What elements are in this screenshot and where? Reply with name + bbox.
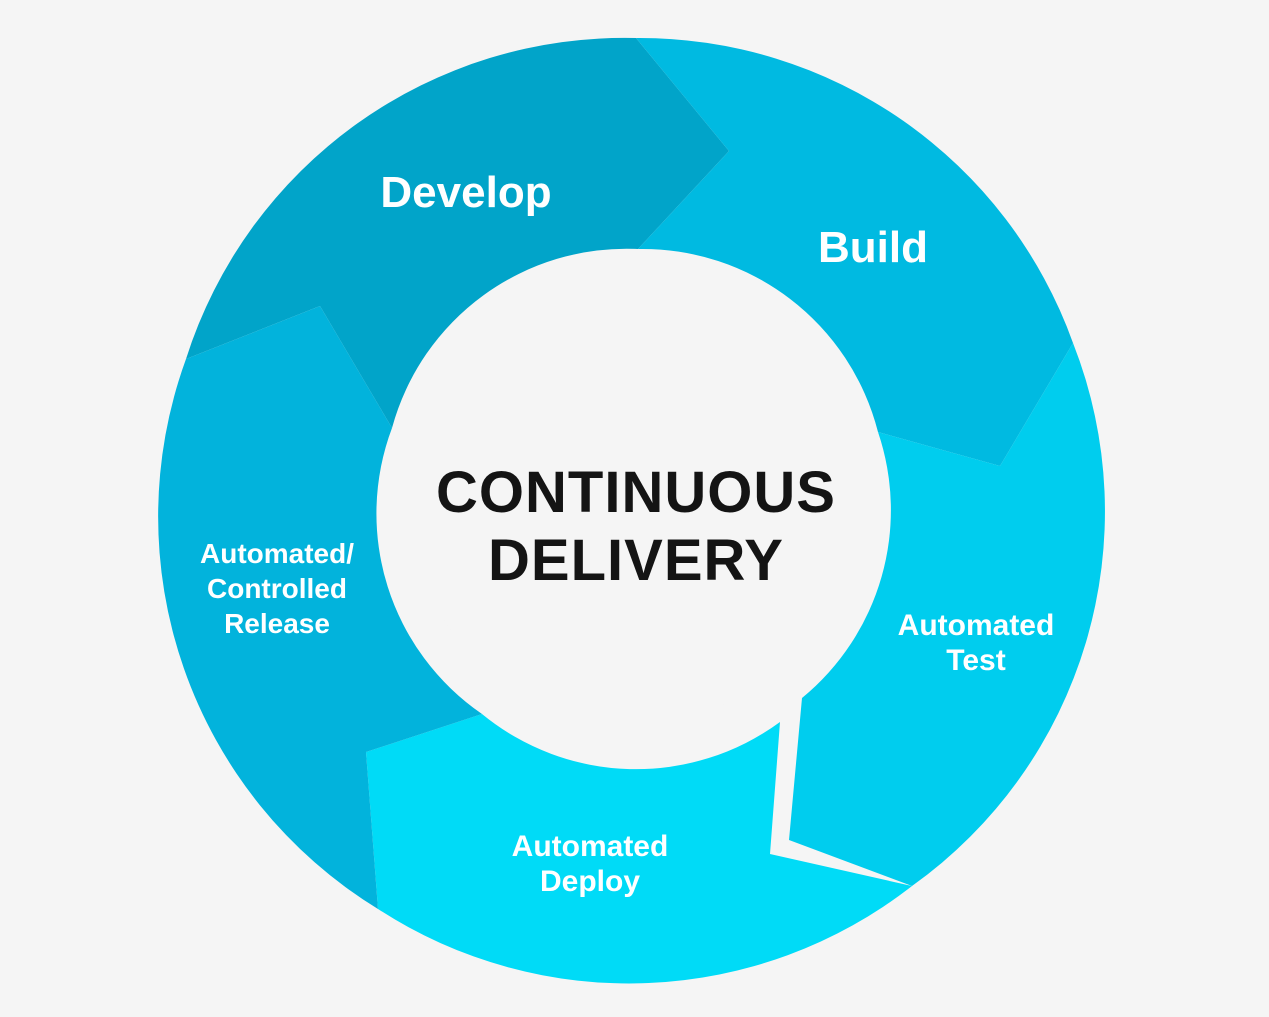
segment-build (636, 37, 1073, 466)
label-develop: Develop (380, 168, 551, 217)
label-release-line1: Automated/ (200, 538, 354, 569)
segment-automated-deploy (366, 714, 912, 984)
label-automated-deploy-line1: Automated (512, 830, 669, 863)
center-title-line2: DELIVERY (488, 528, 784, 593)
segment-automated-test (789, 343, 1105, 886)
label-release-line3: Release (224, 608, 330, 639)
label-automated-test-line1: Automated (898, 609, 1055, 642)
label-build: Build (818, 223, 928, 272)
segment-automated-controlled-release (158, 306, 482, 909)
segment-develop (186, 37, 729, 428)
label-automated-deploy-line2: Deploy (540, 865, 640, 898)
center-title-line1: CONTINUOUS (436, 460, 836, 525)
label-release-line2: Controlled (207, 573, 347, 604)
label-automated-test-line2: Test (946, 644, 1005, 677)
center-circle (404, 258, 868, 722)
